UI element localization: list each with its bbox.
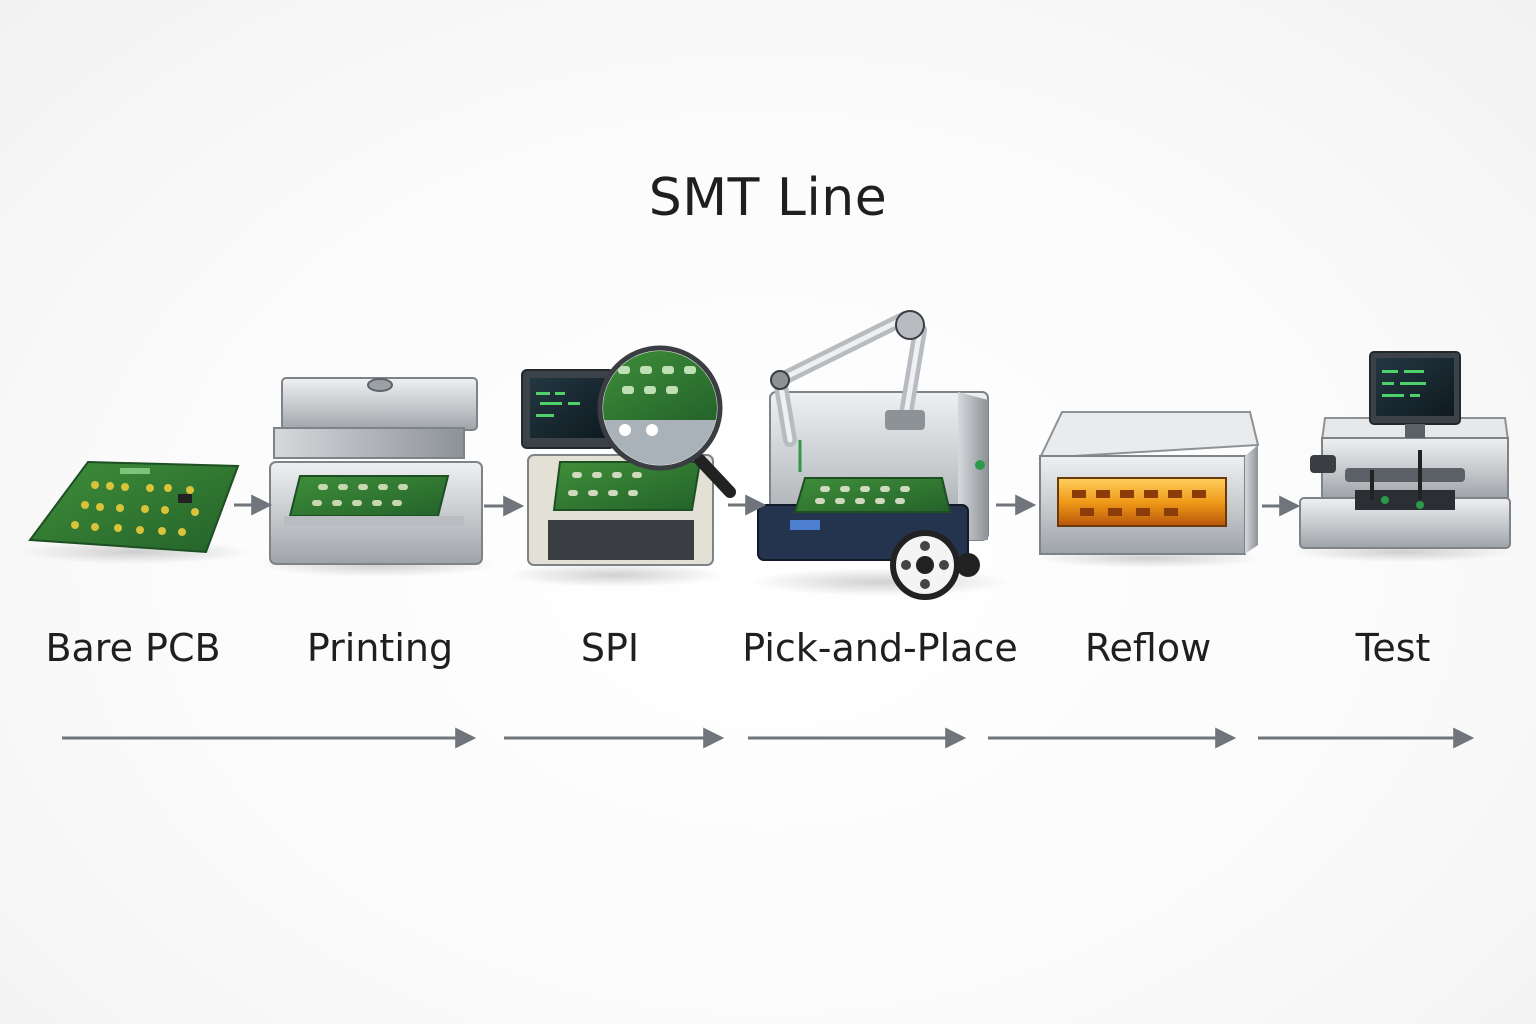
stage-label-reflow: Reflow <box>1084 626 1212 670</box>
diagram-title: SMT Line <box>648 168 888 228</box>
stencil-printer-icon <box>258 377 498 577</box>
stage-label-bare-pcb: Bare PCB <box>45 626 221 670</box>
flow-arrow-icon <box>234 494 1301 517</box>
magnifier-icon <box>597 345 736 498</box>
spi-inspection-icon <box>505 369 725 587</box>
robot-arm-icon <box>750 310 1010 600</box>
pcb-board-icon <box>20 460 250 564</box>
stage-label-spi: SPI <box>580 626 640 670</box>
stage-label-pick-and-place: Pick-and-Place <box>742 626 1018 670</box>
stage-label-printing: Printing <box>306 626 454 670</box>
stage-label-test: Test <box>1355 626 1431 670</box>
reflow-oven-icon <box>1033 411 1263 568</box>
test-station-icon <box>1290 351 1514 562</box>
